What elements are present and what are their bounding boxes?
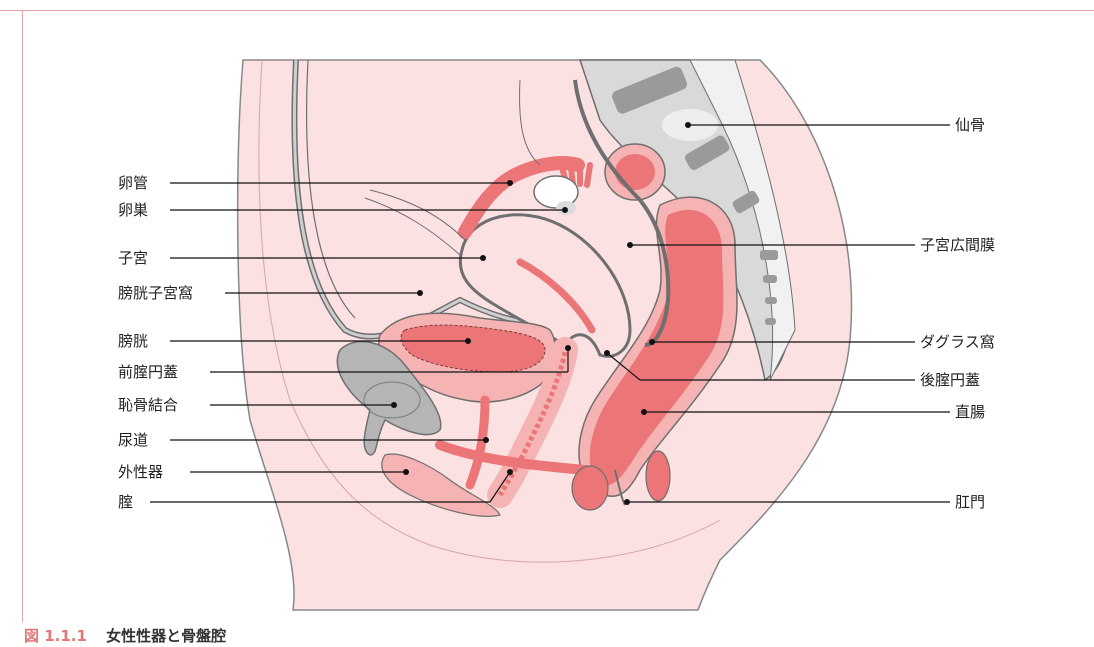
figure-caption: 図 1.1.1 女性性器と骨盤腔 <box>24 625 226 646</box>
label-douglas-pouch: ダグラス窩 <box>920 333 995 351</box>
label-oviduct: 卵管 <box>118 174 148 192</box>
label-urethra: 尿道 <box>118 431 148 449</box>
figure-number: 図 1.1.1 <box>24 627 87 645</box>
label-ovary: 卵巣 <box>118 201 148 219</box>
label-vagina: 腟 <box>118 493 133 511</box>
label-pubic-symphysis: 恥骨結合 <box>118 396 178 414</box>
label-vesicouterine-pouch: 膀胱子宮窩 <box>118 284 193 302</box>
label-external-genitalia: 外性器 <box>118 463 163 481</box>
label-anus: 肛門 <box>955 493 985 511</box>
figure-title: 女性性器と骨盤腔 <box>106 627 226 645</box>
female-pelvis-diagram: 卵管 卵巣 子宮 膀胱子宮窩 膀胱 前腟円蓋 恥骨結合 尿道 外性器 腟 仙骨 … <box>0 0 1094 620</box>
label-broad-ligament: 子宮広間膜 <box>920 236 995 254</box>
label-anterior-fornix: 前腟円蓋 <box>118 363 178 381</box>
label-posterior-fornix: 後腟円蓋 <box>920 371 980 389</box>
label-sacrum: 仙骨 <box>955 116 985 134</box>
label-uterus: 子宮 <box>118 249 148 267</box>
label-rectum: 直腸 <box>955 403 985 421</box>
label-bladder: 膀胱 <box>118 332 148 350</box>
